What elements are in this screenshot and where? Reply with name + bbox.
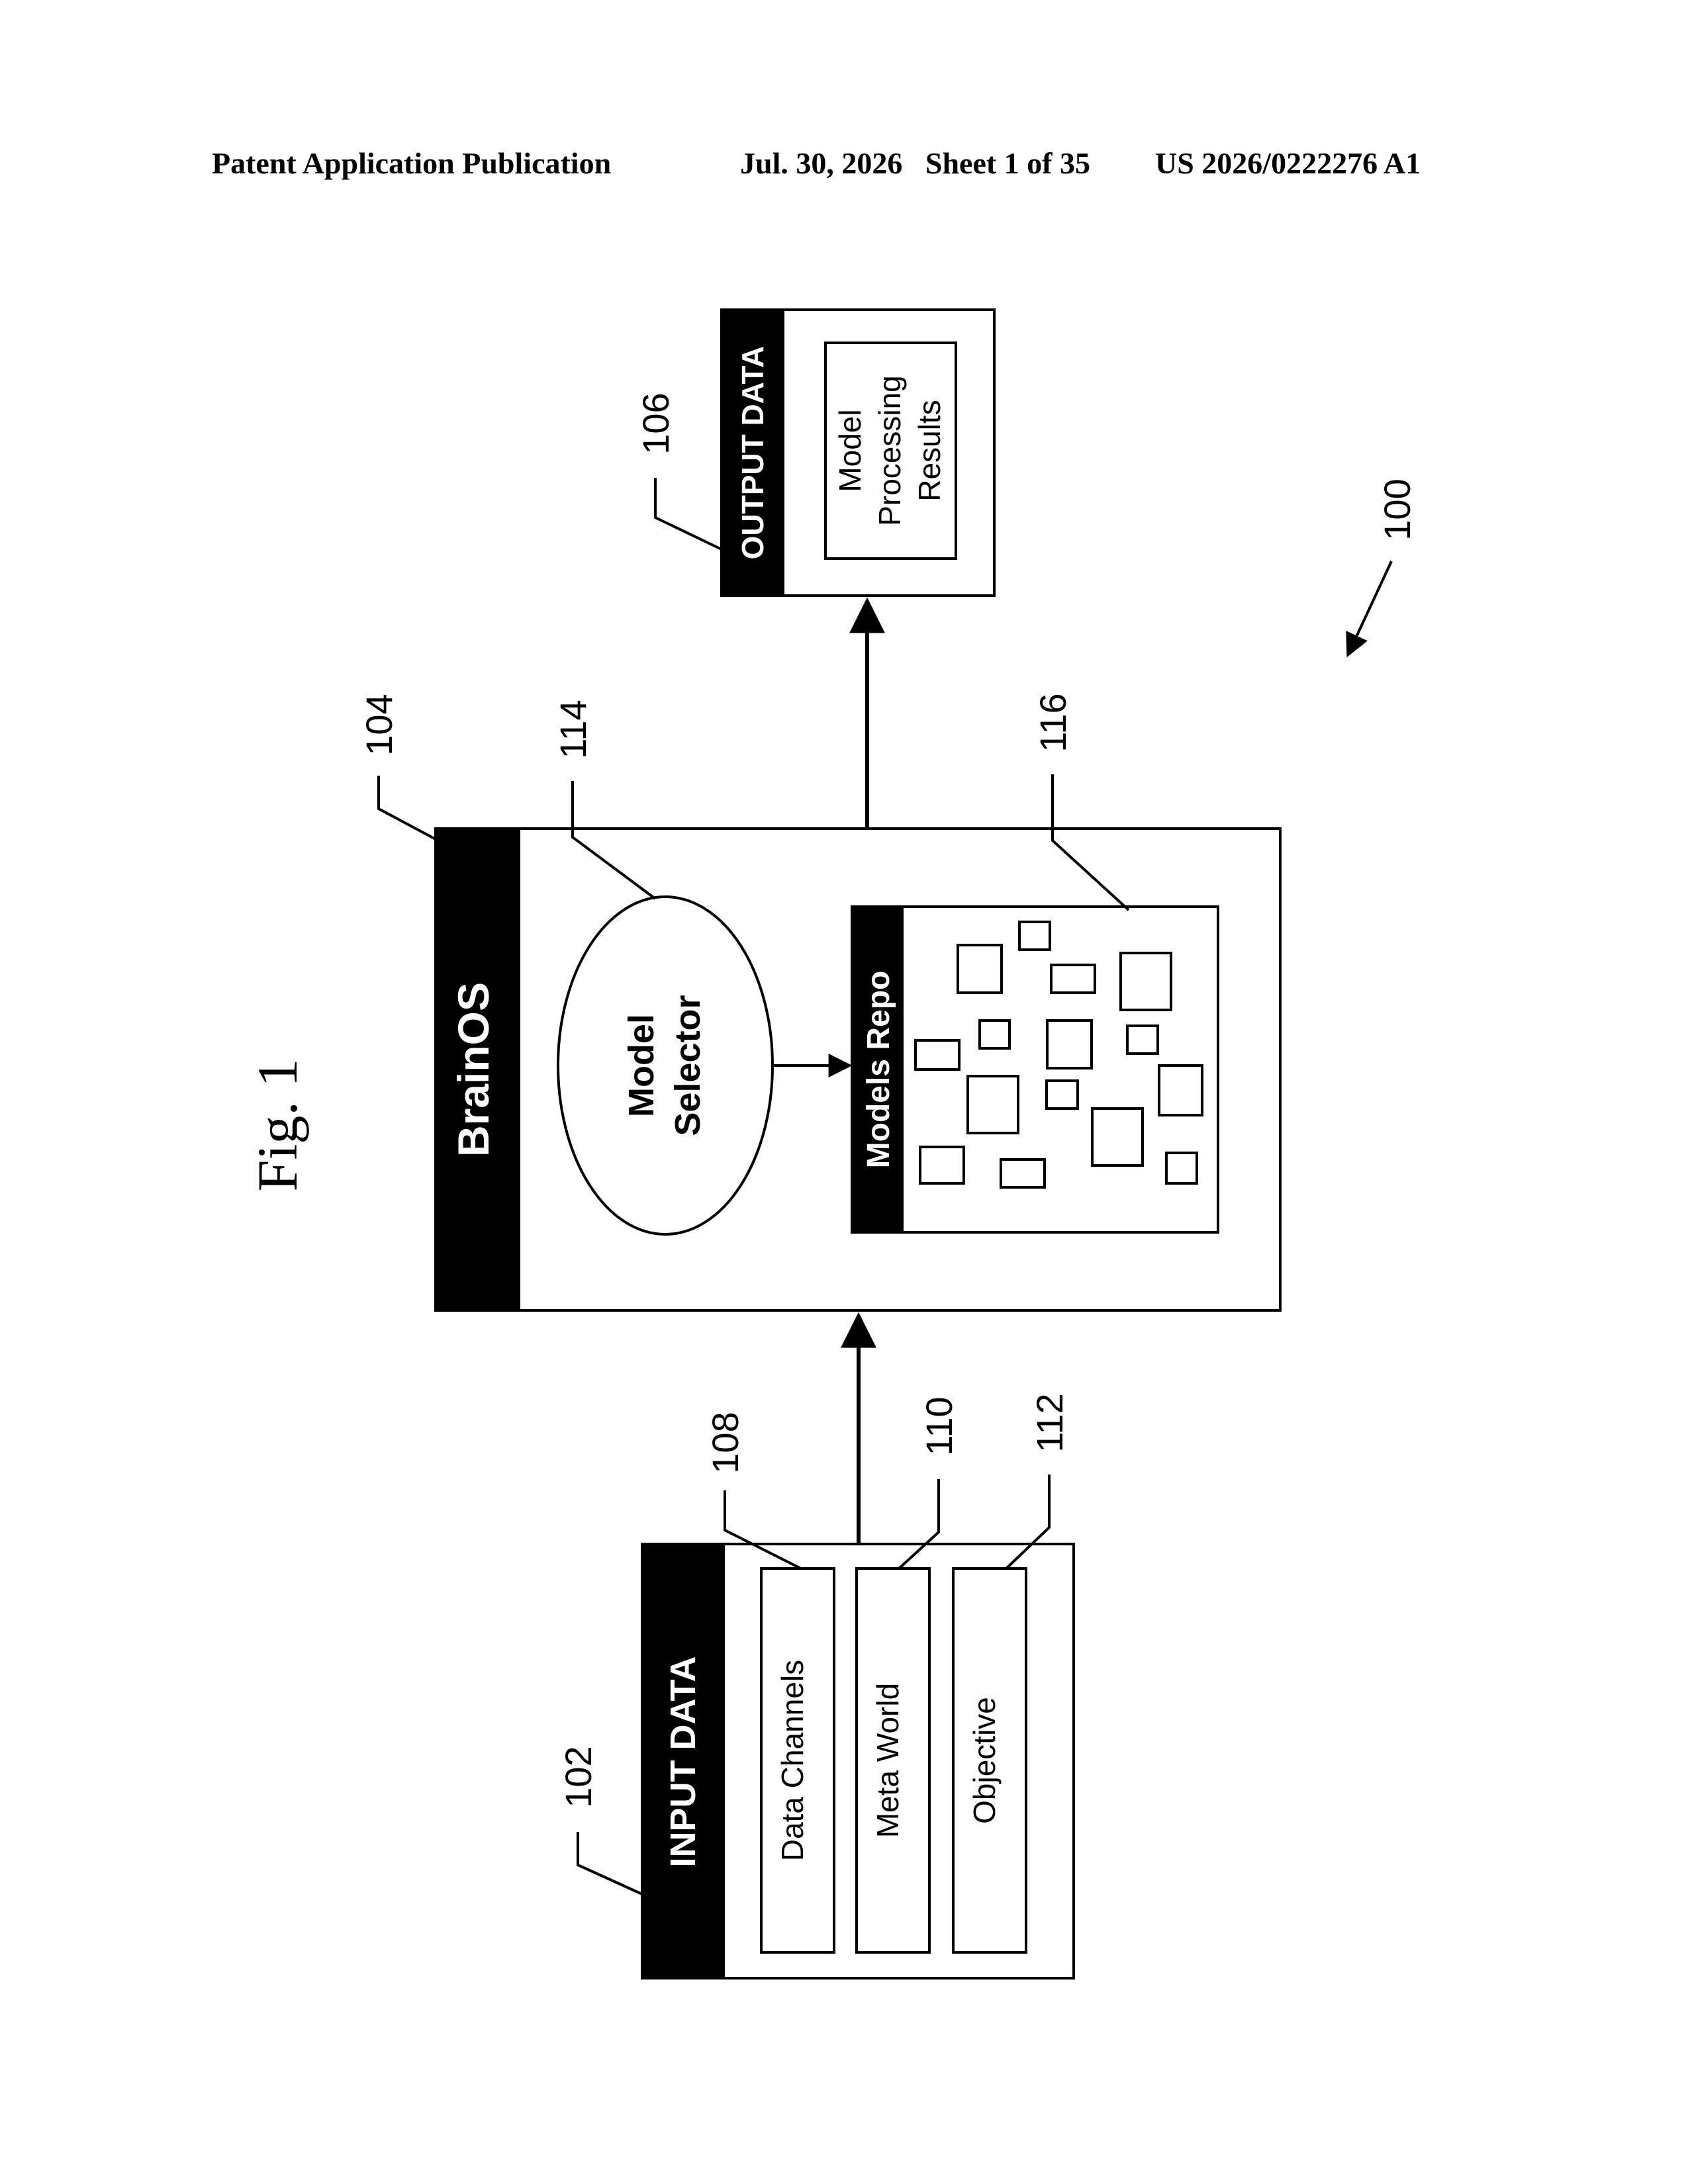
model-square (1051, 965, 1095, 993)
ref-100-arrow (1348, 561, 1391, 655)
ref-106-leader (655, 478, 722, 549)
ref-104-leader (379, 776, 436, 839)
svg-text:Results: Results (912, 400, 947, 501)
model-square (1019, 922, 1050, 950)
figure-label: Fig. 1 (246, 1059, 309, 1192)
brainos-title: BrainOS (449, 982, 498, 1157)
model-square (958, 945, 1002, 993)
data-channels-label: Data Channels (775, 1660, 810, 1861)
model-square (1166, 1153, 1197, 1183)
svg-text:Model: Model (622, 1014, 661, 1117)
objective-label: Objective (967, 1697, 1002, 1824)
ref-112: 112 (1029, 1393, 1070, 1452)
model-square (1001, 1160, 1045, 1187)
input-data-title: INPUT DATA (663, 1657, 703, 1868)
output-data-block: OUTPUT DATA Model Processing Results (722, 310, 994, 596)
model-square (968, 1076, 1018, 1133)
ref-102: 102 (557, 1746, 599, 1807)
ref-116: 116 (1032, 693, 1074, 752)
model-square (1121, 953, 1171, 1010)
ref-100: 100 (1376, 478, 1418, 540)
ref-106: 106 (635, 392, 677, 454)
output-data-title: OUTPUT DATA (735, 346, 770, 560)
models-repo-title: Models Repo (861, 971, 896, 1169)
model-square (1047, 1081, 1078, 1109)
model-square (1092, 1109, 1143, 1165)
ref-104: 104 (358, 694, 400, 755)
svg-text:Selector: Selector (668, 995, 708, 1136)
model-square (1159, 1066, 1202, 1115)
ref-110: 110 (918, 1396, 960, 1455)
svg-text:Processing: Processing (872, 375, 907, 526)
input-data-block: INPUT DATA Data Channels Meta World Obje… (642, 1544, 1074, 1978)
meta-world-label: Meta World (870, 1683, 905, 1838)
model-square (980, 1021, 1009, 1048)
ref-102-leader (578, 1832, 642, 1894)
model-square (920, 1147, 964, 1183)
model-square (1047, 1021, 1092, 1068)
brainos-block: BrainOS Model Selector Models Repo (436, 829, 1280, 1310)
svg-text:Model: Model (833, 409, 867, 492)
model-square (1127, 1026, 1158, 1054)
model-square (915, 1040, 959, 1069)
ref-114: 114 (552, 700, 594, 758)
model-selector-ellipse (558, 897, 773, 1234)
ref-108: 108 (704, 1412, 746, 1473)
